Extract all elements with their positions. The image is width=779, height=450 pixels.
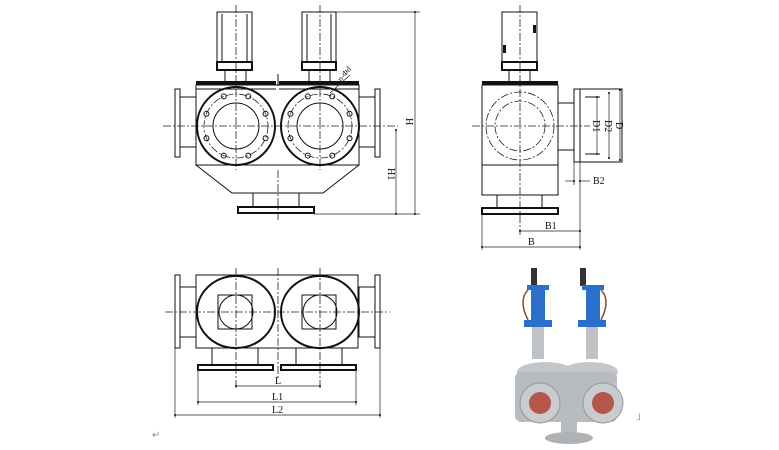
bottom-view: L L1 L2 ↵ [152,268,390,441]
dim-label-h: H [403,118,414,125]
bolt-hole [346,110,353,117]
dim-label-b2: B2 [593,176,605,187]
dim-label-h1: H1 [385,168,396,180]
dim-label-d2: D2 [602,120,613,132]
bolt-hole [203,135,210,142]
left-actuator [216,11,253,83]
side-view: D1 D2 D B2 B1 B [472,5,624,250]
bolt-hole [287,110,294,117]
dim-label-d: D [613,122,624,129]
bolt-hole [220,93,227,100]
bolt-hole [203,110,210,117]
dim-label-l2: L2 [272,405,283,416]
bolt-hole [262,135,269,142]
front-view: H H1 n-Φd [163,5,420,222]
bolt-callout: n-Φd [336,65,354,83]
dim-label-b1: B1 [545,221,557,232]
bolt-hole [304,152,311,159]
dim-label-l: L [275,376,281,387]
dim-label-l1: L1 [272,392,283,403]
bolt-hole [262,110,269,117]
bolt-hole [304,93,311,100]
bolt-hole [329,93,336,100]
bolt-hole [245,152,252,159]
bolt-hole [329,152,336,159]
dim-label-b: B [528,237,535,248]
bolt-hole [287,135,294,142]
dim-label-d1: D1 [590,120,601,132]
return-mark-2: ˩ [636,412,641,423]
bolt-hole [220,152,227,159]
valve-photo: ˩ [515,268,641,444]
right-actuator [301,11,337,83]
bolt-hole [346,135,353,142]
return-mark: ↵ [152,430,160,441]
bolt-holes [203,93,353,159]
bolt-hole [245,93,252,100]
